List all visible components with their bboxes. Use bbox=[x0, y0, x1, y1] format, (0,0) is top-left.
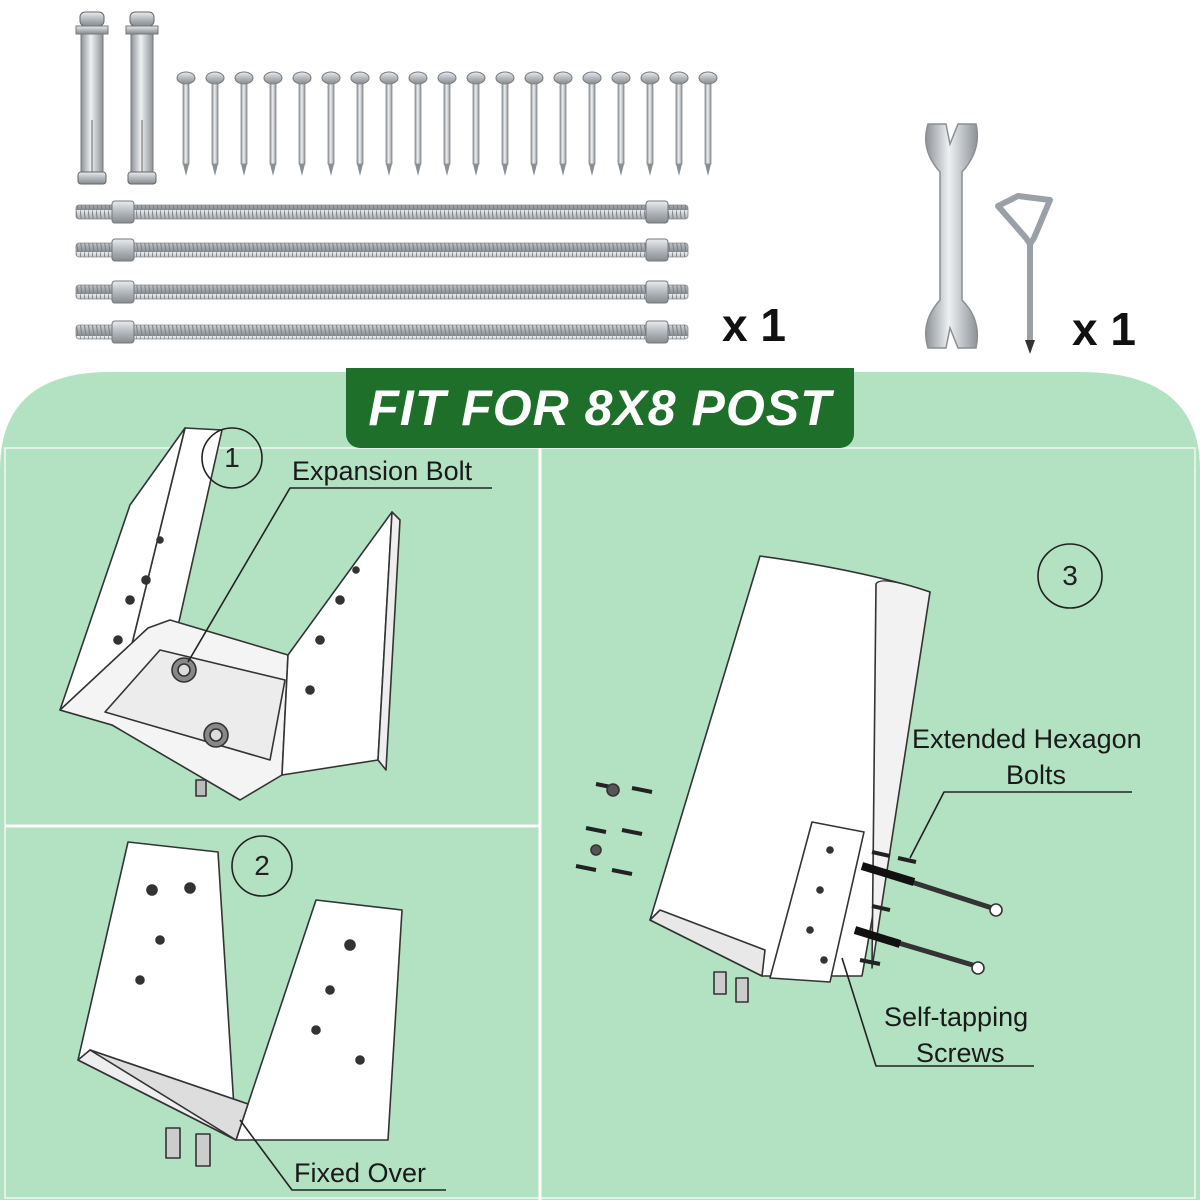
threaded-rod-icon bbox=[75, 320, 689, 344]
step-3-drawing bbox=[575, 543, 1132, 1067]
self-tapping-screw-icon bbox=[553, 71, 573, 176]
title-banner: FIT FOR 8X8 POST bbox=[346, 368, 854, 448]
wrench-icon bbox=[925, 123, 979, 349]
step-3-number: 3 bbox=[1062, 560, 1078, 591]
extended-hexagon-label: Extended Hexagon bbox=[912, 724, 1142, 754]
self-tapping-screw-icon bbox=[466, 71, 486, 176]
self-tapping-screw-icon bbox=[408, 71, 428, 176]
threaded-rod-icon bbox=[75, 238, 689, 262]
self-tapping-screw-icon bbox=[292, 71, 312, 176]
step-2-number: 2 bbox=[254, 850, 270, 881]
self-tapping-screw-icon bbox=[350, 71, 370, 176]
self-tapping-screw-icon bbox=[698, 71, 718, 176]
self-tapping-screw-icon bbox=[582, 71, 602, 176]
step-1-drawing bbox=[59, 427, 492, 801]
threaded-rods-group bbox=[75, 200, 689, 344]
self-tapping-screw-icon bbox=[205, 71, 225, 176]
self-tapping-screw-icon bbox=[437, 71, 457, 176]
self-tapping-screw-icon bbox=[321, 71, 341, 176]
expansion-bolt-icon bbox=[125, 11, 159, 185]
self-tapping-screw-icon bbox=[524, 71, 544, 176]
self-tapping-screw-icon bbox=[379, 71, 399, 176]
self-tapping-screw-icon bbox=[234, 71, 254, 176]
self-tapping-screw-icon bbox=[263, 71, 283, 176]
expansion-bolt-icon bbox=[75, 11, 109, 185]
self-tapping-screw-icon bbox=[495, 71, 515, 176]
tools-quantity: x 1 bbox=[1072, 303, 1136, 355]
bolts-label: Bolts bbox=[1006, 760, 1067, 790]
step-1-number: 1 bbox=[224, 442, 240, 473]
step-2-drawing bbox=[77, 835, 446, 1191]
self-tapping-label: Self-tapping bbox=[884, 1002, 1029, 1032]
banner-title: FIT FOR 8X8 POST bbox=[368, 380, 832, 436]
instruction-panel-inner-frame bbox=[4, 447, 1196, 1199]
self-tapping-screw-icon bbox=[669, 71, 689, 176]
threaded-rod-icon bbox=[75, 280, 689, 304]
fixed-over-label: Fixed Over bbox=[294, 1158, 427, 1188]
self-tapping-screws-row bbox=[176, 71, 718, 176]
self-tapping-screw-icon bbox=[176, 71, 196, 176]
screws-label: Screws bbox=[916, 1038, 1005, 1068]
triangle-key-icon bbox=[995, 193, 1053, 354]
self-tapping-screw-icon bbox=[640, 71, 660, 176]
expansion-bolt-label: Expansion Bolt bbox=[292, 456, 473, 486]
threaded-rod-icon bbox=[75, 200, 689, 224]
self-tapping-screw-icon bbox=[611, 71, 631, 176]
rods-quantity: x 1 bbox=[722, 299, 786, 351]
